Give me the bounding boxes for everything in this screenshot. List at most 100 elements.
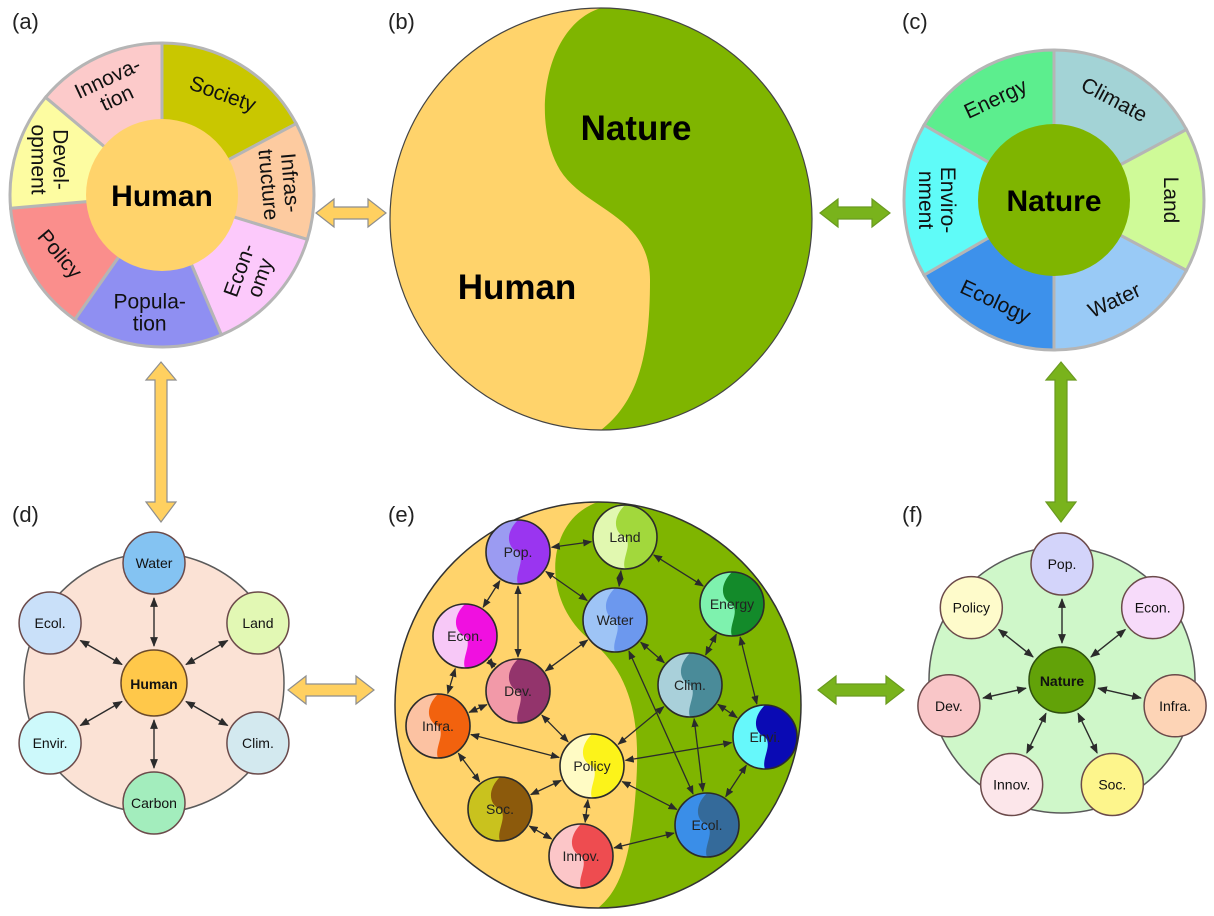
link-arrow <box>545 570 588 602</box>
node-label: Soc. <box>1098 777 1126 793</box>
coupled-node: Energy <box>699 571 765 637</box>
panel-label-b: (b) <box>388 9 415 34</box>
center-circle <box>978 124 1130 276</box>
coupled-node: Pop. <box>485 519 551 585</box>
node-label: Econ. <box>1135 600 1171 616</box>
node-label: Pop. <box>504 544 533 560</box>
node-label: Infra. <box>1159 698 1191 714</box>
link-arrow <box>185 639 229 666</box>
node-label: Innov. <box>993 777 1030 793</box>
arrow-c-f <box>1044 361 1078 523</box>
arrow-e-f <box>817 674 905 706</box>
link-arrow <box>1026 712 1047 754</box>
segment-label-line: Infras- <box>276 152 304 213</box>
coupled-node: Dev. <box>485 658 551 724</box>
link-arrow <box>582 798 591 824</box>
segment-label-line: Land <box>1159 177 1182 224</box>
center-circle <box>86 119 238 271</box>
segment-label: Popula-tion <box>113 290 185 335</box>
node-label: Envir. <box>33 735 68 751</box>
double-arrow-icon <box>819 197 891 229</box>
center-label: Nature <box>1006 185 1101 218</box>
network-node: Innov. <box>979 752 1044 817</box>
wheel-segment <box>158 121 316 242</box>
coupled-node: Policy <box>559 733 625 799</box>
arrow-a-b <box>315 197 387 229</box>
double-arrow-icon <box>315 197 387 229</box>
link-arrow <box>1090 628 1127 658</box>
coupled-node: Soc. <box>467 776 533 842</box>
panel-label-f: (f) <box>902 502 923 527</box>
center-label: Human <box>111 180 213 213</box>
link-arrow <box>616 569 624 588</box>
link-arrow <box>185 700 229 727</box>
link-arrow <box>1077 712 1098 754</box>
coupled-node: Infra. <box>405 693 471 759</box>
hub-circle <box>1028 646 1096 714</box>
network-node: Water <box>122 531 186 595</box>
link-arrow <box>617 706 665 745</box>
coupled-node: Econ. <box>432 603 498 669</box>
link-arrow <box>624 740 733 763</box>
node-label: Ecol. <box>35 615 66 631</box>
segment-label-line: opment <box>26 124 49 194</box>
network-node: Dev. <box>917 674 981 738</box>
hub-label: Nature <box>1040 673 1085 689</box>
segment-label-line: nment <box>914 171 937 230</box>
node-label: Ecol. <box>691 817 722 833</box>
double-arrow-icon <box>817 674 905 706</box>
network-node: Ecol. <box>18 591 82 655</box>
network-node: Policy <box>939 575 1004 640</box>
link-arrow <box>621 780 678 811</box>
panel-a-human-wheel: SocietyInfras-tructureEcon-omyPopula-tio… <box>8 41 316 349</box>
node-label: Dev. <box>935 698 963 714</box>
wheel-segment <box>72 191 224 349</box>
coupled-node: Clim. <box>657 652 723 718</box>
coupled-node: Innov. <box>548 823 614 889</box>
coupled-node: Ecol. <box>674 792 740 858</box>
link-arrow <box>725 764 747 798</box>
node-label: Carbon <box>131 795 177 811</box>
panel-f-nature-network: Pop. Econ. Infra. Soc. Innov. Dev. PolicyNatur… <box>917 532 1207 817</box>
link-arrow <box>1097 686 1142 700</box>
link-arrow <box>705 633 717 656</box>
network-node: Carbon <box>122 771 186 835</box>
node-label: Soc. <box>486 801 514 817</box>
segment-label-line: Devel- <box>48 129 71 190</box>
link-arrow <box>613 831 675 850</box>
coupled-node: Water <box>582 587 648 653</box>
node-label: Dev. <box>504 683 532 699</box>
node-label: Pop. <box>1048 556 1077 572</box>
link-arrow <box>528 825 553 840</box>
node-label: Envi. <box>749 729 780 745</box>
network-node: Land <box>226 591 290 655</box>
node-label: Policy <box>573 758 610 774</box>
link-arrow <box>544 639 589 672</box>
link-arrow <box>529 779 563 796</box>
node-label: Water <box>136 555 173 571</box>
double-arrow-icon <box>144 361 178 523</box>
link-arrow <box>541 714 569 743</box>
link-arrow <box>653 554 704 587</box>
link-arrow <box>486 658 497 669</box>
node-label: Policy <box>953 600 990 616</box>
arrow-d-e <box>287 674 375 706</box>
network-node: Envir. <box>18 711 82 775</box>
node-label: Clim. <box>674 677 706 693</box>
coupled-node: Envi. <box>732 704 798 770</box>
segment-label-line: Popula- <box>113 290 185 313</box>
node-label: Land <box>609 529 640 545</box>
arrow-b-c <box>819 197 891 229</box>
double-arrow-icon <box>1044 361 1078 523</box>
link-arrow <box>982 686 1027 700</box>
segment-label: Enviro-nment <box>914 167 959 234</box>
network-node: Pop. <box>1030 532 1094 596</box>
network-node: Econ. <box>1120 575 1185 640</box>
segment-label-line: tion <box>133 312 167 335</box>
link-arrow <box>717 703 738 719</box>
segment-label: Land <box>1159 177 1182 224</box>
link-arrow <box>482 579 501 609</box>
